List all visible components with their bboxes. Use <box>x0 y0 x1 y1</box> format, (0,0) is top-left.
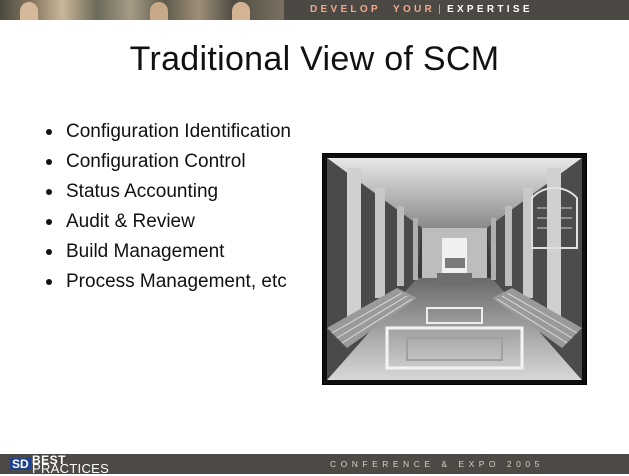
logo-practices: PRACTICES <box>32 461 110 476</box>
bullet-item: Audit & Review <box>44 210 314 233</box>
tagline-word: YOUR <box>392 4 436 15</box>
person-figure <box>150 2 168 20</box>
bullet-text: Configuration Control <box>66 151 246 172</box>
footer-band <box>0 454 629 474</box>
bullet-text: Audit & Review <box>66 211 195 232</box>
hall-photo <box>322 153 587 385</box>
bullet-icon <box>46 249 52 255</box>
bullet-icon <box>46 279 52 285</box>
bullet-item: Build Management <box>44 240 314 263</box>
logo-best: BEST <box>32 453 67 467</box>
bullet-icon <box>46 129 52 135</box>
person-figure <box>20 2 38 20</box>
bullet-text: Status Accounting <box>66 181 219 202</box>
tagline-emphasis: EXPERTISE <box>446 4 533 15</box>
bullet-text: Configuration Identification <box>66 121 291 142</box>
hall-illustration <box>327 158 582 380</box>
header-tagline: DEVELOP YOUR|EXPERTISE <box>310 3 533 17</box>
tagline-divider: | <box>438 4 444 15</box>
tagline-separator <box>384 4 390 15</box>
bullet-text: Process Management, etc <box>66 271 287 292</box>
logo-sd: SD <box>10 457 31 471</box>
header-photo-strip <box>0 0 284 20</box>
slide-title: Traditional View of SCM <box>129 40 500 78</box>
bullet-icon <box>46 159 52 165</box>
bullet-icon <box>46 219 52 225</box>
bullet-item: Configuration Control <box>44 150 314 173</box>
person-figure <box>232 2 250 20</box>
footer-event-text: CONFERENCE & EXPO 2005 <box>330 459 544 469</box>
bullet-item: Configuration Identification <box>44 120 314 143</box>
bullet-text: Build Management <box>66 241 225 262</box>
bullet-list: Configuration Identification Configurati… <box>44 120 314 300</box>
bullet-item: Status Accounting <box>44 180 314 203</box>
bullet-item: Process Management, etc <box>44 270 314 293</box>
header-band <box>284 0 629 20</box>
tagline-word: DEVELOP <box>310 4 381 15</box>
bullet-icon <box>46 189 52 195</box>
